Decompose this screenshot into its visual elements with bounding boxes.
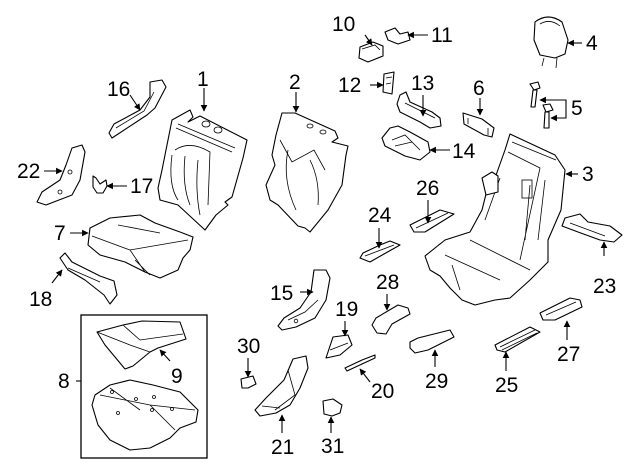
part-16-trim-panel[interactable]	[108, 79, 167, 139]
callout-17: 17	[130, 175, 153, 198]
part-29-end-cap[interactable]	[409, 329, 455, 354]
part-20-strap[interactable]	[344, 354, 376, 372]
part-7-seat-cushion[interactable]	[87, 214, 194, 279]
callout-30: 30	[237, 335, 260, 358]
part-3-seat-frame[interactable]	[424, 133, 566, 306]
callout-22: 22	[17, 160, 40, 183]
callout-23: 23	[593, 275, 616, 298]
part-25-track-cover[interactable]	[494, 326, 541, 353]
callout-11: 11	[431, 24, 453, 47]
part-18-support-bracket[interactable]	[59, 252, 118, 305]
callout-4: 4	[586, 32, 598, 55]
callout-28: 28	[376, 271, 399, 294]
part-22-side-trim[interactable]	[36, 144, 86, 206]
part-19-cover[interactable]	[325, 334, 353, 359]
callout-9: 9	[171, 365, 183, 388]
part-5-headrest-guides[interactable]	[529, 81, 554, 129]
part-11-retainer-clip[interactable]	[384, 27, 411, 45]
callout-31: 31	[321, 435, 344, 458]
callout-8: 8	[58, 370, 70, 393]
part-8-assembly-box	[80, 314, 208, 459]
callout-26: 26	[416, 177, 439, 200]
part-30-clip[interactable]	[240, 375, 257, 389]
callout-29: 29	[425, 370, 448, 393]
callout-2: 2	[289, 71, 301, 94]
part-21-hinge-cover[interactable]	[254, 355, 309, 417]
callout-15: 15	[270, 282, 293, 305]
callout-19: 19	[335, 298, 358, 321]
callout-18: 18	[29, 288, 52, 311]
callout-3: 3	[582, 163, 594, 186]
part-10-release-button[interactable]	[358, 41, 384, 63]
part-8-cushion-base[interactable]	[91, 379, 199, 451]
part-23-track-cover[interactable]	[561, 213, 623, 243]
callout-13: 13	[411, 72, 434, 95]
part-28-end-cap[interactable]	[371, 304, 411, 335]
part-15-side-shield[interactable]	[277, 269, 331, 331]
leader-lines	[44, 31, 608, 433]
callout-10: 10	[332, 13, 355, 36]
part-17-clip[interactable]	[92, 175, 108, 194]
callout-1: 1	[197, 68, 209, 91]
callout-25: 25	[495, 374, 518, 397]
part-1-seat-back-cover[interactable]	[157, 109, 248, 231]
callout-labels: 1 2 3 4 5 6 7 8 9 10 11 12 13 14 15 16 1…	[17, 13, 616, 459]
callout-16: 16	[107, 78, 130, 101]
callout-7: 7	[54, 222, 66, 245]
part-9-cushion-cover[interactable]	[96, 320, 187, 370]
part-27-track-cover[interactable]	[539, 297, 583, 321]
part-12-bezel[interactable]	[382, 71, 395, 95]
part-13-bracket[interactable]	[396, 91, 442, 129]
part-6-latch-bracket[interactable]	[462, 112, 495, 138]
callout-24: 24	[368, 204, 392, 227]
callout-14: 14	[452, 140, 476, 163]
callout-20: 20	[371, 380, 394, 403]
callout-27: 27	[557, 343, 580, 366]
part-4-headrest[interactable]	[533, 16, 569, 69]
callout-5: 5	[571, 97, 583, 120]
part-14-latch-housing[interactable]	[381, 125, 431, 161]
part-2-seat-back-pad[interactable]	[265, 112, 349, 233]
part-24-track-cover[interactable]	[359, 240, 401, 263]
part-31-clip[interactable]	[322, 398, 343, 417]
callout-21: 21	[271, 436, 294, 459]
callout-12: 12	[338, 74, 361, 97]
part-26-track-cover[interactable]	[409, 209, 455, 233]
callout-6: 6	[473, 77, 485, 100]
